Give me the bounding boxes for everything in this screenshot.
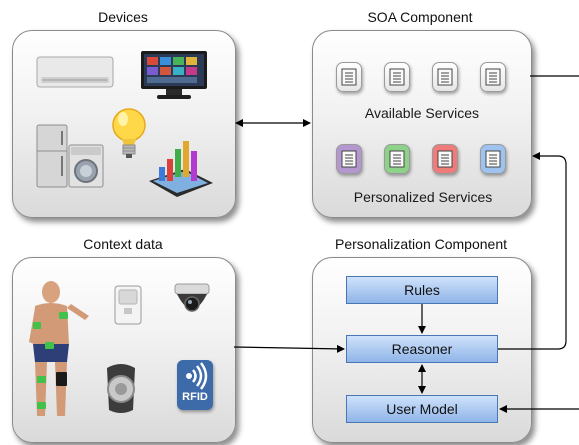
security-camera-icon	[174, 283, 210, 312]
air-conditioner-icon	[36, 56, 114, 88]
tablet-chart-icon	[149, 141, 213, 197]
context-reasoner-arrow	[233, 344, 345, 353]
available-service-doc-icon	[432, 62, 458, 92]
personalized-services-label: Personalized Services	[353, 189, 493, 205]
human-body-sensors-icon	[29, 281, 89, 416]
soa-component-panel	[312, 30, 532, 218]
personalized-service-doc-icon	[384, 144, 410, 174]
fridge-icon	[36, 124, 68, 188]
personalized-service-doc-icon	[432, 144, 458, 174]
rules-box: Rules	[346, 276, 498, 304]
wristband-icon	[107, 364, 135, 413]
devices-panel	[12, 30, 236, 218]
personalized-service-doc-icon	[336, 144, 362, 174]
devices-title: Devices	[98, 9, 148, 25]
personalized-service-doc-icon	[480, 144, 506, 174]
context-data-title: Context data	[83, 236, 163, 252]
motion-sensor-icon	[114, 285, 142, 325]
reasoner-soa-arrow	[498, 152, 567, 350]
available-service-doc-icon	[336, 62, 362, 92]
user-model-box: User Model	[346, 395, 498, 423]
light-bulb-icon	[112, 108, 146, 158]
available-service-doc-icon	[384, 62, 410, 92]
available-services-label: Available Services	[364, 105, 480, 121]
context-data-panel: RFID	[12, 257, 236, 443]
washing-machine-icon	[68, 144, 104, 188]
available-service-doc-icon	[480, 62, 506, 92]
rfid-label: RFID	[182, 391, 208, 403]
tv-icon	[141, 51, 207, 99]
personalization-component-title: Personalization Component	[335, 236, 507, 252]
soa-component-title: SOA Component	[367, 9, 473, 25]
rfid-icon: RFID	[177, 360, 213, 410]
reasoner-box: Reasoner	[346, 335, 498, 363]
